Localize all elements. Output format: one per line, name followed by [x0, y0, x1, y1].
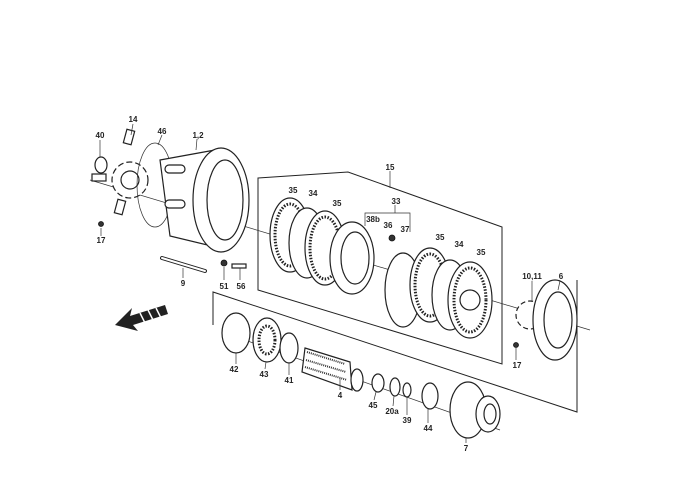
ring-part-45	[371, 373, 385, 393]
leader-lines	[99, 123, 561, 443]
label-4: 4	[338, 391, 343, 400]
label-10-11: 10,11	[522, 272, 542, 281]
label-35: 35	[333, 199, 342, 208]
label-46: 46	[158, 127, 167, 136]
label-36: 36	[384, 221, 393, 230]
label-14: 14	[129, 115, 138, 124]
nut-part-17	[98, 221, 104, 227]
friction-disc-part-35	[447, 261, 493, 339]
label-38b: 38b	[366, 215, 380, 224]
label-20a: 20a	[385, 407, 399, 416]
label-9: 9	[181, 279, 186, 288]
label-42: 42	[230, 365, 239, 374]
label-33: 33	[392, 197, 401, 206]
label-17: 17	[513, 361, 522, 370]
assembly-box-15	[257, 171, 503, 365]
label-6: 6	[559, 272, 564, 281]
label-56: 56	[237, 282, 246, 291]
label-34: 34	[309, 189, 318, 198]
seal-part-44	[421, 382, 439, 410]
direction-arrow-icon	[115, 305, 168, 331]
spider-gear-part-14	[91, 128, 149, 216]
label-7: 7	[464, 444, 469, 453]
ring-part-42	[221, 312, 251, 354]
bearing-part-43	[252, 317, 282, 363]
label-15: 15	[386, 163, 395, 172]
label-51: 51	[220, 282, 229, 291]
cover-part-6	[532, 279, 578, 361]
pressure-plate-part-33	[329, 221, 375, 295]
label-17: 17	[97, 236, 106, 245]
label-35: 35	[289, 186, 298, 195]
ball-part-37	[388, 234, 396, 242]
label-37: 37	[401, 225, 410, 234]
label-34: 34	[455, 240, 464, 249]
housing-part-1-2	[159, 147, 250, 253]
label-41: 41	[285, 376, 294, 385]
label-45: 45	[369, 401, 378, 410]
ring-part-40	[94, 156, 108, 174]
washer-part-51	[220, 259, 228, 267]
ring-part-41	[279, 332, 299, 364]
bracket-line	[212, 280, 578, 413]
label-44: 44	[424, 424, 433, 433]
label-40: 40	[96, 131, 105, 140]
ring-part-39	[402, 382, 412, 398]
label-1-2: 1,2	[192, 131, 204, 140]
label-39: 39	[403, 416, 412, 425]
nut-part-17	[513, 342, 519, 348]
hub-part-7	[449, 381, 501, 439]
shaft-part-4	[301, 347, 364, 392]
washer-part-20a	[389, 377, 401, 397]
label-35: 35	[436, 233, 445, 242]
part-labels: 40 14 46 1,2 17 9 51 56 15 35 34 35 33 3…	[96, 115, 564, 453]
label-43: 43	[260, 370, 269, 379]
label-35: 35	[477, 248, 486, 257]
bolt-part-56	[231, 263, 247, 269]
